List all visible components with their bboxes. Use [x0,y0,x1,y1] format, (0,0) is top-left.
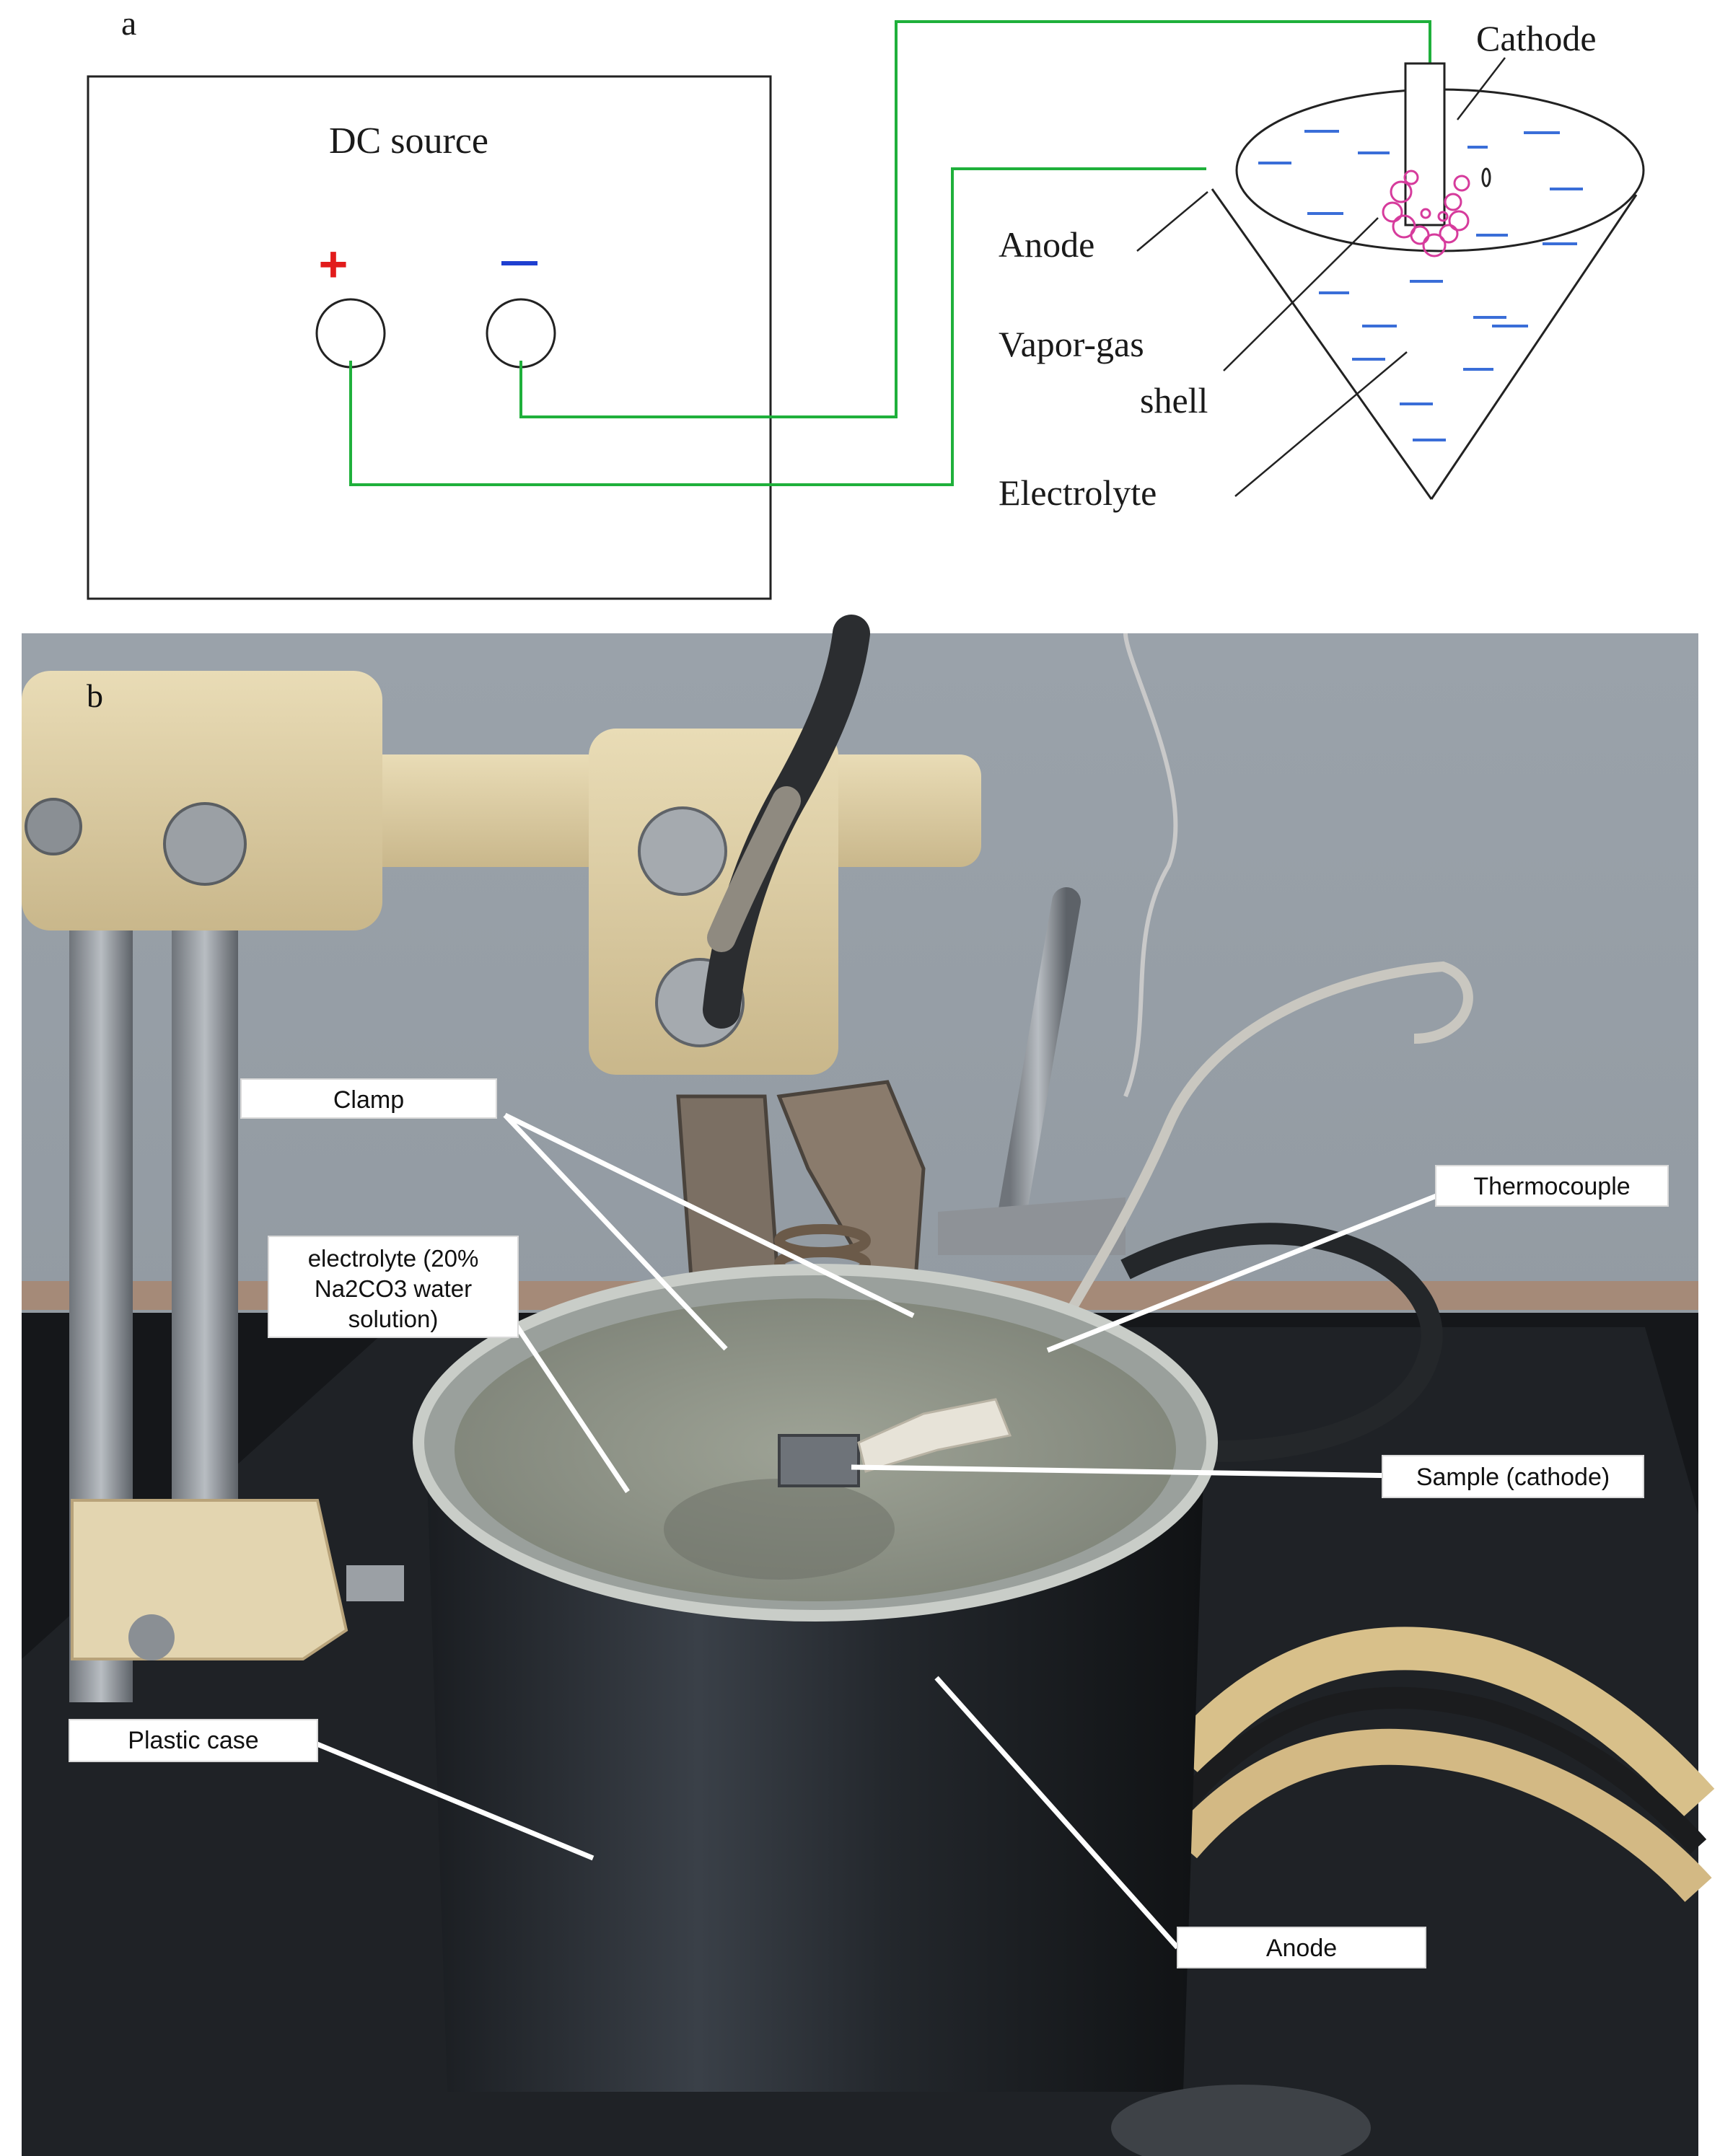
plastic-case-leader [309,1738,594,1861]
cathode-leader [1457,57,1506,120]
sample-label: Sample (cathode) [1416,1464,1610,1491]
clamp-leader-1 [503,1113,728,1351]
black-hose [1120,1223,1443,1462]
negative-terminal [486,298,556,369]
small-bubble [1481,167,1491,188]
electrolyte-line2: Na2CO3 water [315,1275,472,1302]
dc-source-box [87,75,772,600]
anode-leader-b [934,1676,1180,1950]
sample-box [1382,1455,1644,1498]
beige-block [22,671,382,930]
positive-terminal [315,298,386,369]
electrolyte-line1: electrolyte (20% [308,1245,479,1272]
cathode-label: Cathode [1476,18,1597,58]
thermocouple-leader [1046,1183,1463,1353]
anode-leader [1136,191,1208,252]
anode-label-b: Anode [1266,1935,1337,1962]
clamp-label: Clamp [333,1086,404,1114]
bolt-3 [638,806,727,896]
rod-joint [938,1197,1126,1255]
electrolyte-box [268,1236,519,1338]
black-hose-2 [1175,1686,1707,1854]
callout-sample: Sample (cathode) [1382,1455,1644,1498]
electrolyte-line3: solution) [348,1306,439,1332]
bottom-bracket [71,1499,348,1660]
anode-cylinder [426,1435,1205,2092]
cable-lug [707,786,801,952]
callout-leaders [309,1112,1463,1950]
tan-hose-2 [1170,1728,1712,1902]
dc-source-title: DC source [329,120,488,162]
callout-clamp: Clamp [240,1078,497,1119]
thin-wire [1123,633,1178,1098]
panel-a: a DC source + [87,4,1645,600]
plastic-case-box [69,1719,318,1762]
panel-b-photo [22,615,1715,2156]
bolt-2 [163,802,247,886]
thermocouple-wire [1005,961,1473,1417]
stand-rod-right [172,894,238,1544]
electrolyte-leader-b [514,1324,630,1493]
bolt-5 [128,1614,175,1660]
bolt-6 [346,1565,404,1601]
vapor-gas-label: Vapor-gas [999,324,1144,364]
anode-wire [349,167,1206,486]
cathode-rod [1404,62,1446,226]
vessel-left-side [1211,188,1433,500]
metal-rod [996,887,1081,1241]
callout-plastic-case: Plastic case [69,1719,318,1762]
electrolyte-dashes [1258,130,1583,441]
anode-label: Anode [999,224,1094,265]
plus-symbol: + [319,236,348,292]
drain [1111,2085,1371,2156]
bolt-1 [25,798,82,855]
thermocouple-box [1435,1165,1669,1207]
callout-electrolyte: electrolyte (20% Na2CO3 water solution) [268,1236,519,1338]
electrolyte-label: Electrolyte [999,472,1157,513]
vapor-gas-label-line2: shell [1140,380,1208,421]
clamp-leader-2 [504,1112,915,1319]
plastic-case-label: Plastic case [128,1727,258,1754]
panel-a-label: a [121,4,136,43]
electrolyte-leader [1234,351,1408,497]
clamp-box [240,1078,497,1119]
anode-box [1177,1927,1426,1968]
minus-symbol [501,261,538,265]
vapor-gas-bubbles [1382,170,1470,258]
vapor-gas-leader [1223,217,1379,371]
sample-cathode [778,1434,860,1487]
sample-leader [851,1464,1406,1479]
tan-hose-1 [1167,1627,1715,1818]
callout-thermocouple: Thermocouple [1435,1165,1669,1207]
panel-b-label: b [87,677,103,714]
ceramic-sheath [857,1398,1012,1473]
cathode-wire [519,20,1431,418]
reflection [664,1479,895,1580]
callout-anode: Anode [1177,1927,1426,1968]
vessel-right-side [1430,194,1638,500]
thermocouple-label: Thermocouple [1473,1173,1630,1200]
